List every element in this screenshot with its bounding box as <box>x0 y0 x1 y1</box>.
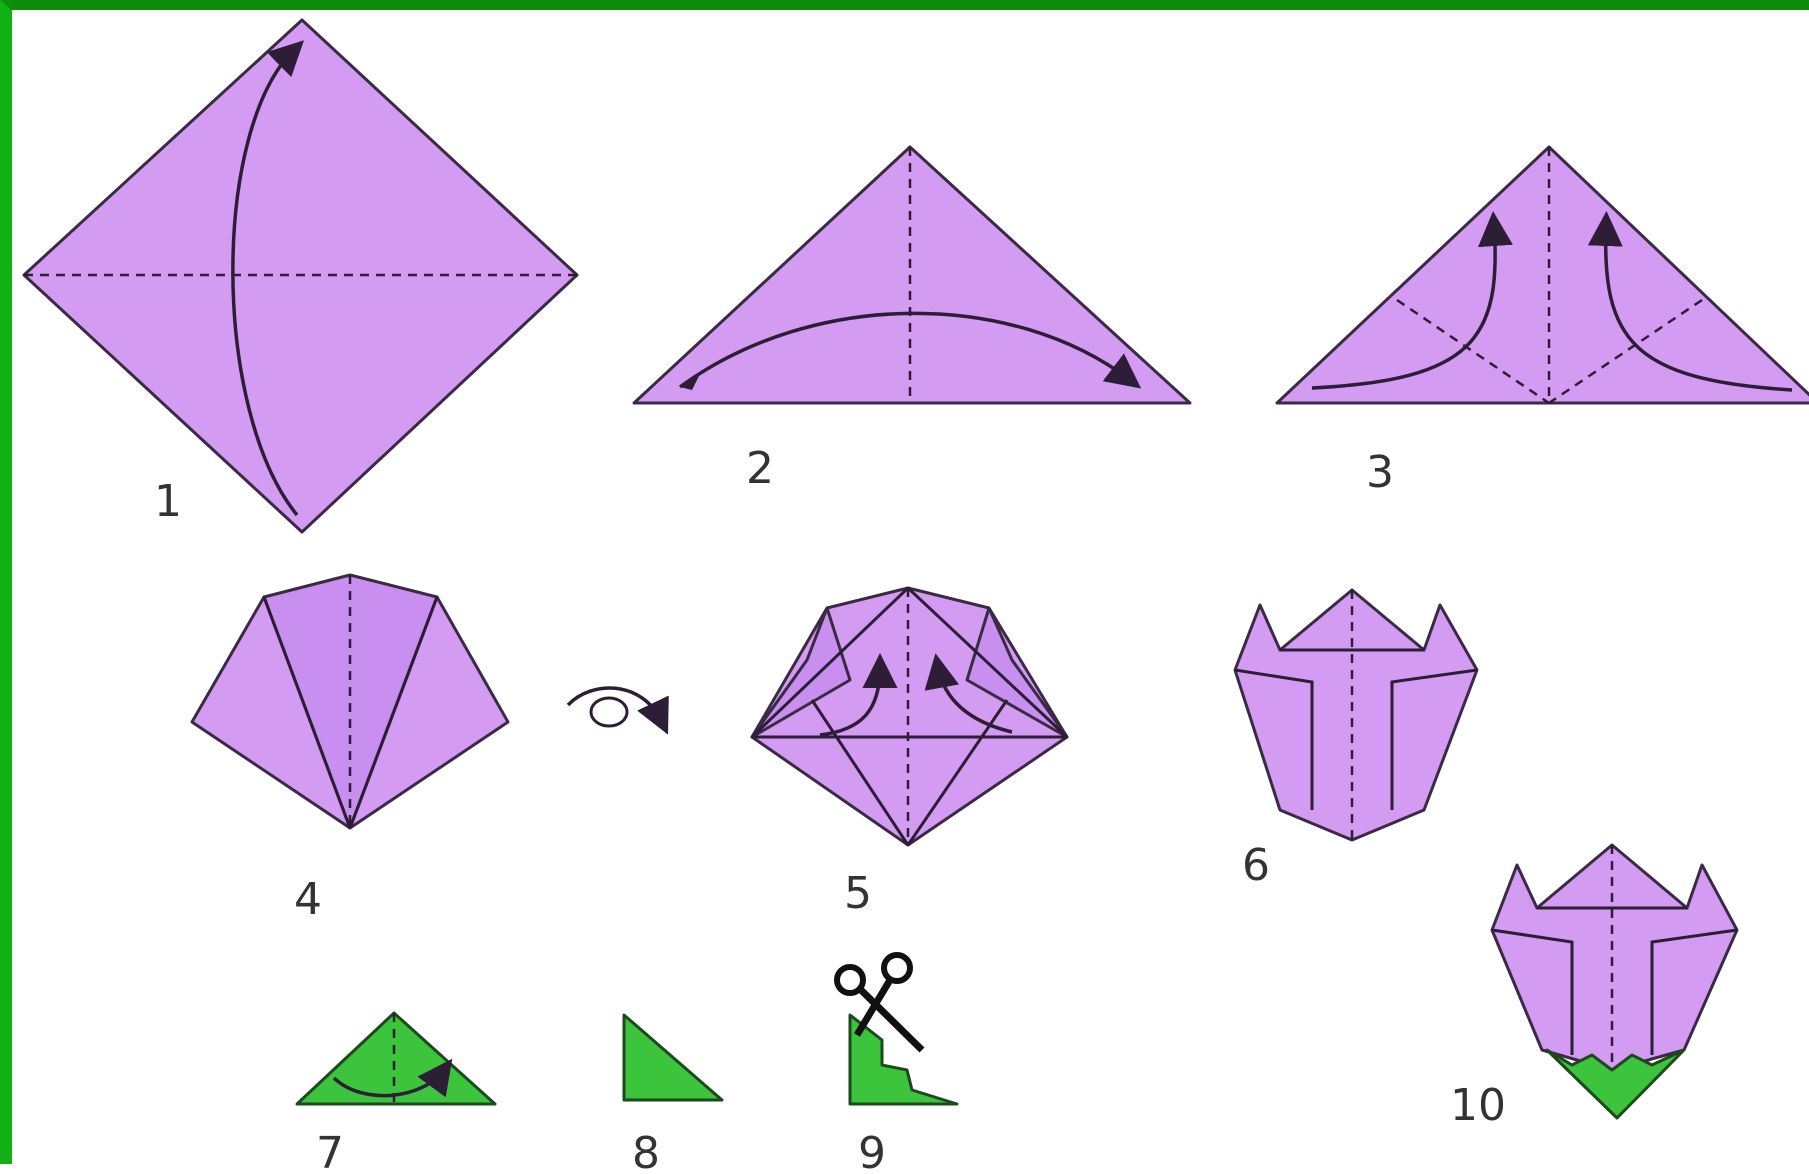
step-number: 7 <box>316 1128 344 1174</box>
step-2-figure <box>632 145 1192 405</box>
step-number: 6 <box>1242 840 1270 891</box>
step-number: 9 <box>858 1128 886 1174</box>
fold-arrow <box>332 1058 453 1098</box>
step-5-figure <box>750 586 1069 847</box>
origami-tulip-diagram: 1 2 3 4 5 6 7 8 9 10 <box>22 18 1809 1174</box>
fold-arrow <box>1587 211 1793 392</box>
fold-arrow <box>678 311 1142 389</box>
step-number: 5 <box>844 868 872 919</box>
step-1-figure <box>22 18 579 534</box>
step-number: 8 <box>632 1128 660 1174</box>
step-number: 2 <box>746 443 774 494</box>
step-8-figure <box>622 1013 724 1102</box>
step-number: 4 <box>294 874 322 925</box>
fold-arrow <box>819 653 898 737</box>
step-number: 10 <box>1450 1080 1506 1131</box>
fold-arrow <box>924 653 1013 734</box>
fold-arrow <box>1311 211 1513 390</box>
step-10-figure <box>1490 843 1739 1120</box>
step-4-figure <box>190 573 510 830</box>
step-number: 3 <box>1366 447 1394 498</box>
step-6-figure <box>1233 588 1479 842</box>
step-number: 1 <box>154 476 182 527</box>
scissors-icon <box>834 952 925 1053</box>
step-7-figure <box>295 1011 497 1106</box>
turn-over-icon <box>566 686 669 735</box>
fold-arrow <box>231 40 305 517</box>
step-9-figure <box>848 1013 959 1106</box>
step-3-figure <box>1275 145 1809 405</box>
